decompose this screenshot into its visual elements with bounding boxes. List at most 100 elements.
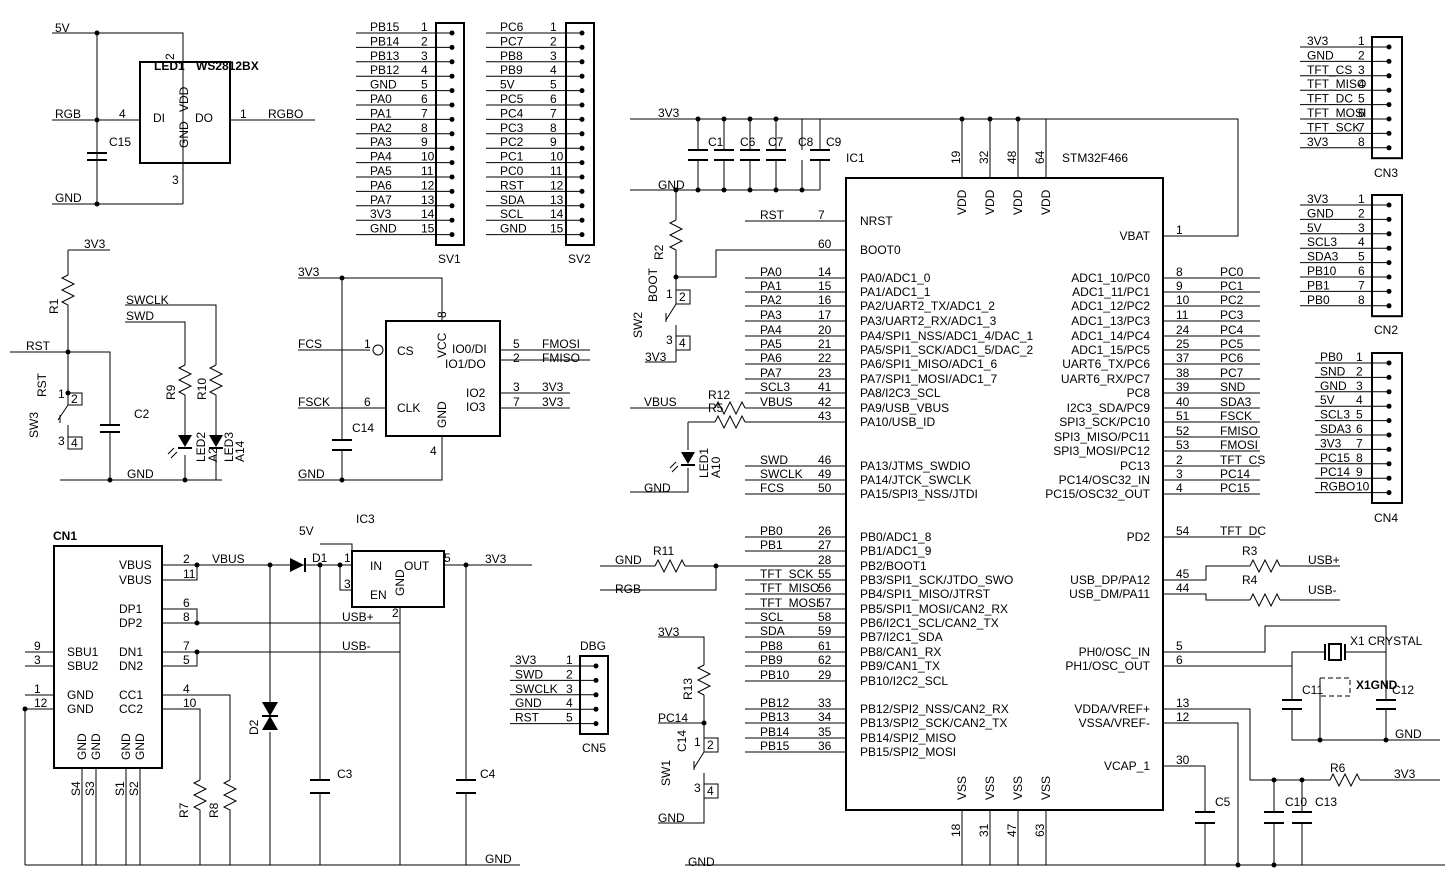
header-pin (1386, 260, 1392, 266)
header-net-label: SWD (515, 667, 543, 681)
ic1-right-net: PC4 (1220, 323, 1244, 337)
sw3-pin2: 2 (71, 392, 78, 406)
header-pin-number: 2 (1356, 364, 1363, 378)
ic1-vss-num: 18 (949, 823, 963, 837)
header-pin (1386, 58, 1392, 64)
header-net-label: 3V3 (1307, 192, 1329, 206)
flash-clk-net: FSCK (298, 395, 330, 409)
header-pin-number: 14 (421, 207, 435, 221)
mcu-left-support: 3V3 GND C1 C6 C7 C8 C9 R2 BOOT SW2 2 4 1… (600, 106, 1021, 869)
header-net-label: 5V (500, 78, 515, 92)
header-ref: CN3 (1374, 166, 1398, 180)
header-net-label: RST (515, 711, 540, 725)
header-net-label: PA0 (370, 92, 392, 106)
ic1-right-num: 3 (1176, 467, 1183, 481)
ic1-left-net: PB9 (760, 653, 783, 667)
ic1-left-num: 42 (818, 395, 832, 409)
ic1-right-net: PC0 (1220, 265, 1244, 279)
header-pin (579, 131, 585, 137)
ic1-left-num: 36 (818, 739, 832, 753)
reg-out: OUT (404, 559, 430, 573)
ic1-right-net: PC1 (1220, 279, 1244, 293)
ic1-right-num: 25 (1176, 337, 1190, 351)
ic1-left-num: 20 (818, 323, 832, 337)
header-pin (1386, 245, 1392, 251)
ic1-left-name: PB4/SPI1_MISO/JTRST (860, 587, 991, 601)
led-vdd-pin: 2 (163, 53, 177, 60)
ic1-left-name: PB13/SPI2_SCK/CAN2_TX (860, 716, 1007, 730)
cn1-pin-name: DN2 (119, 659, 143, 673)
sw3-pin4: 4 (71, 436, 78, 450)
swd-net: SWD (126, 309, 154, 323)
header-pin (593, 706, 599, 712)
header-pin (593, 692, 599, 698)
header-body (1371, 194, 1403, 318)
led-out-net: RGBO (268, 107, 303, 121)
r4-net: USB- (1308, 583, 1337, 597)
ic1-right-net: FMISO (1220, 424, 1258, 438)
c13-label: C13 (1315, 795, 1337, 809)
ic1-right-name: I2C3_SDA/PC9 (1067, 401, 1151, 415)
led1-label: LED1 (697, 448, 711, 478)
header-pin (1386, 44, 1392, 50)
ic1-left-net: SDA (760, 624, 785, 638)
r9-label: R9 (164, 384, 178, 400)
led-part: WS2812BX (196, 59, 259, 73)
ic1-right-net: TFT_DC (1220, 524, 1266, 538)
header-pin-number: 8 (1356, 451, 1363, 465)
header-net-label: GND (515, 696, 542, 710)
c2-label: C2 (134, 407, 150, 421)
header-net-label: PC3 (500, 121, 524, 135)
ic1-left-name: PA5/SPI1_SCK/ADC1_5/DAC_2 (860, 343, 1034, 357)
header-pin (1386, 403, 1392, 409)
header-net-label: SDA3 (1320, 422, 1352, 436)
cn1-pin-name: SBU2 (67, 659, 99, 673)
reg-gnd-num: 2 (392, 606, 399, 620)
header-pin (449, 188, 455, 194)
header-pin-number: 3 (566, 682, 573, 696)
header-pin (1386, 360, 1392, 366)
r1-label: R1 (47, 298, 61, 314)
header-pin-number: 10 (550, 150, 564, 164)
header-ref: CN2 (1374, 323, 1398, 337)
ic1-right-num: 45 (1176, 567, 1190, 581)
header-net-label: PC0 (500, 164, 524, 178)
ic1-right-name: PH1/OSC_OUT (1065, 659, 1150, 673)
header-ref: CN5 (582, 741, 606, 755)
flash-io1-num: 2 (513, 351, 520, 365)
ic1-left-name: PB8/CAN1_RX (860, 645, 941, 659)
ic1-left-net: PA2 (760, 293, 782, 307)
ic1-right-net: PC15 (1220, 481, 1250, 495)
header-net-label: SND (1320, 364, 1346, 378)
ic1-right-name: ADC1_12/PC2 (1071, 299, 1150, 313)
ic1-left-num: 17 (818, 308, 832, 322)
cn1-pin-number: 4 (183, 682, 190, 696)
cn1-pin-name: DP1 (119, 602, 143, 616)
ic1-vdd-name: VDD (983, 189, 997, 215)
header-pin (579, 88, 585, 94)
ic1-right-net: PC3 (1220, 308, 1244, 322)
rgb-net: RGB (615, 582, 641, 596)
header-net-label: SDA3 (1307, 250, 1339, 264)
header-pin-number: 3 (1358, 221, 1365, 235)
ic1-left-num: 35 (818, 725, 832, 739)
header-pin-number: 13 (550, 193, 564, 207)
header-ref: SV2 (568, 252, 591, 266)
ic1-right-net: SDA3 (1220, 395, 1252, 409)
header-pin (579, 116, 585, 122)
header-net-label: PB0 (1307, 293, 1330, 307)
header-net-label: PA7 (370, 193, 392, 207)
c8-label: C8 (798, 135, 814, 149)
header-net-label: PA2 (370, 121, 392, 135)
header-pin-number: 2 (421, 34, 428, 48)
header-pin-number: 9 (421, 135, 428, 149)
ic1-right-num: 51 (1176, 409, 1190, 423)
flash-clk: CLK (397, 401, 420, 415)
header-pin-number: 5 (421, 78, 428, 92)
header-pin-number: 7 (421, 106, 428, 120)
sw3-name: RST (35, 372, 49, 397)
ic1-right-num: 44 (1176, 581, 1190, 595)
c6-label: C6 (740, 135, 756, 149)
